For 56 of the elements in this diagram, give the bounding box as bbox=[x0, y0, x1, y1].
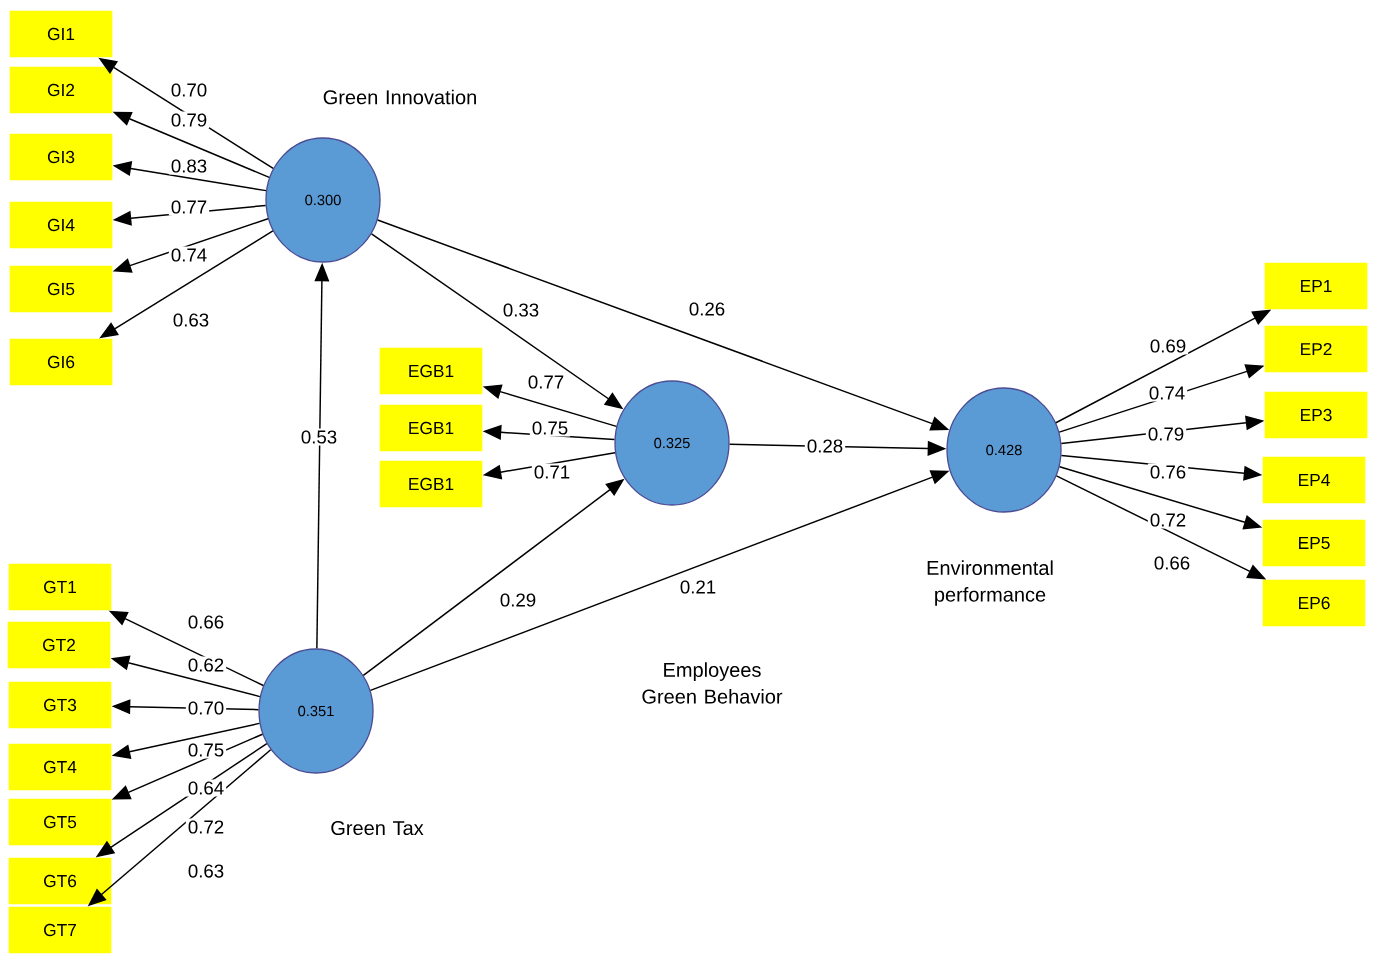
loading-label: 0.74 bbox=[168, 246, 210, 264]
indicator-box: EP5 bbox=[1262, 519, 1366, 567]
indicator-box: GI6 bbox=[9, 338, 113, 386]
loading-label: 0.64 bbox=[185, 779, 227, 797]
indicator-box: GT3 bbox=[8, 681, 112, 729]
indicator-box: EP3 bbox=[1264, 391, 1368, 439]
loading-label: 0.63 bbox=[185, 862, 227, 880]
loading-label: 0.76 bbox=[1147, 463, 1189, 481]
loading-label: 0.63 bbox=[170, 311, 212, 329]
indicator-box: GT7 bbox=[8, 906, 112, 954]
loading-label: 0.79 bbox=[1145, 425, 1187, 443]
loading-label: 0.83 bbox=[168, 157, 210, 175]
path-coefficient: 0.21 bbox=[677, 578, 719, 596]
path-coefficient: 0.29 bbox=[497, 591, 539, 609]
indicator-box: EGB1 bbox=[379, 460, 483, 508]
indicator-box: GT4 bbox=[8, 743, 112, 791]
loading-label: 0.75 bbox=[529, 419, 571, 437]
indicator-box: GI5 bbox=[9, 265, 113, 313]
construct-name: Employees Green Behavior bbox=[642, 662, 783, 704]
loading-label: 0.66 bbox=[1151, 554, 1193, 572]
path-coefficient: 0.26 bbox=[686, 300, 728, 318]
loading-label: 0.77 bbox=[168, 198, 210, 216]
indicator-box: GI2 bbox=[9, 66, 113, 114]
indicator-box: GT5 bbox=[8, 798, 112, 846]
path-coefficient: 0.53 bbox=[298, 428, 340, 446]
indicator-box: EP4 bbox=[1262, 456, 1366, 504]
path-coefficient: 0.28 bbox=[804, 437, 846, 455]
loading-label: 0.72 bbox=[185, 818, 227, 836]
indicator-box: GT2 bbox=[7, 621, 111, 669]
indicator-box: GI1 bbox=[9, 10, 113, 58]
construct-name: Green Innovation bbox=[323, 89, 476, 105]
loading-label: 0.77 bbox=[525, 373, 567, 391]
indicator-box: EP6 bbox=[1262, 579, 1366, 627]
indicator-box: EGB1 bbox=[379, 404, 483, 452]
indicator-box: GT1 bbox=[8, 563, 112, 611]
path-coefficient: 0.33 bbox=[500, 301, 542, 319]
loading-label: 0.69 bbox=[1147, 337, 1189, 355]
construct-name: Green Tax bbox=[331, 820, 424, 836]
loading-label: 0.70 bbox=[168, 81, 210, 99]
indicator-box: GT6 bbox=[8, 857, 112, 905]
loading-label: 0.66 bbox=[185, 613, 227, 631]
indicator-box: EP1 bbox=[1264, 262, 1368, 310]
loading-label: 0.75 bbox=[185, 741, 227, 759]
loading-label: 0.70 bbox=[185, 699, 227, 717]
loading-label: 0.62 bbox=[185, 656, 227, 674]
node-label: GT6 bbox=[44, 874, 77, 888]
indicator-box: EP2 bbox=[1264, 325, 1368, 373]
construct-name: Environmental performance bbox=[927, 560, 1053, 606]
indicator-box: GI4 bbox=[9, 201, 113, 249]
indicator-box: GI3 bbox=[9, 133, 113, 181]
loading-label: 0.72 bbox=[1147, 511, 1189, 529]
loading-label: 0.71 bbox=[531, 463, 573, 481]
indicator-box: EGB1 bbox=[379, 347, 483, 395]
loading-label: 0.74 bbox=[1146, 384, 1188, 402]
loading-label: 0.79 bbox=[168, 111, 210, 129]
node-label: GT7 bbox=[44, 923, 76, 937]
